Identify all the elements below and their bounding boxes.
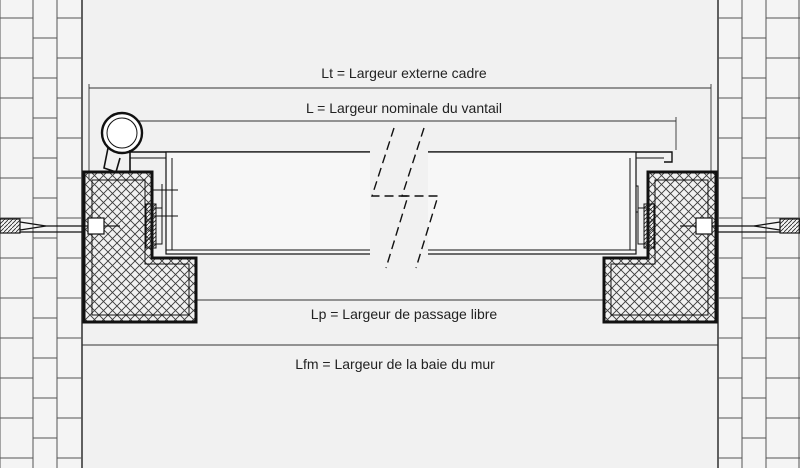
right-wall-bricks (717, 0, 800, 468)
label-lp: Lp = Largeur de passage libre (311, 306, 498, 322)
right-wall-anchor (712, 218, 800, 234)
dimension-lines (82, 84, 718, 346)
left-wall-bricks (0, 0, 83, 468)
label-lt: Lt = Largeur externe cadre (321, 65, 487, 81)
label-l: L = Largeur nominale du vantail (306, 100, 502, 116)
left-frame-profile (82, 170, 198, 324)
break-symbol (370, 127, 439, 270)
left-wall-anchor (0, 218, 88, 234)
label-lfm: Lfm = Largeur de la baie du mur (295, 356, 495, 372)
